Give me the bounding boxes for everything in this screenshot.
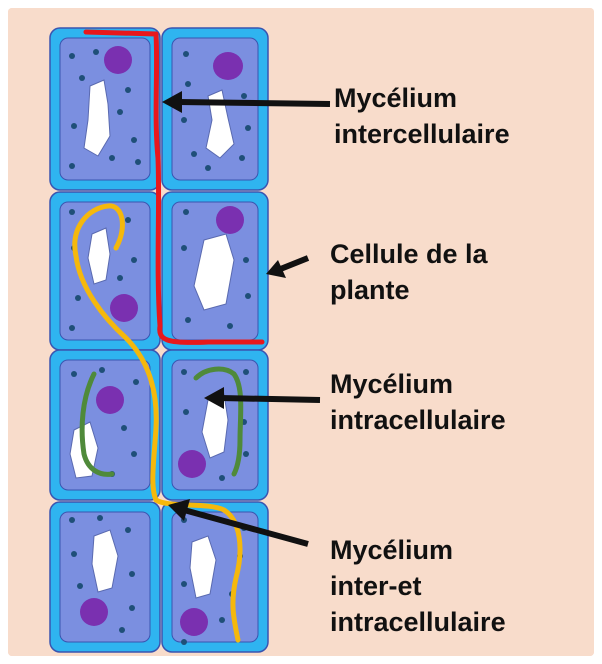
label-line: intracellulaire [330,402,506,438]
label-intercellular-mycelium: Mycélium intercellulaire [334,80,510,152]
label-line: Cellule de la [330,236,488,272]
label-inter-intracellular-mycelium: Mycélium inter-et intracellulaire [330,532,506,640]
diagram-canvas: Mycélium intercellulaire Cellule de la p… [8,8,594,656]
plant-cell [50,192,160,350]
label-line: intercellulaire [334,116,510,152]
label-line: Mycélium [334,80,510,116]
label-line: intracellulaire [330,604,506,640]
label-line: Mycélium [330,366,506,402]
plant-cell [50,350,160,500]
plant-cell [162,192,268,350]
label-line: Mycélium [330,532,506,568]
label-line: plante [330,272,488,308]
label-intracellular-mycelium: Mycélium intracellulaire [330,366,506,438]
plant-cell [162,502,268,652]
label-line: inter-et [330,568,506,604]
plant-cell [50,28,160,190]
plant-cell [50,502,160,652]
label-plant-cell: Cellule de la plante [330,236,488,308]
plant-cell [162,350,268,500]
